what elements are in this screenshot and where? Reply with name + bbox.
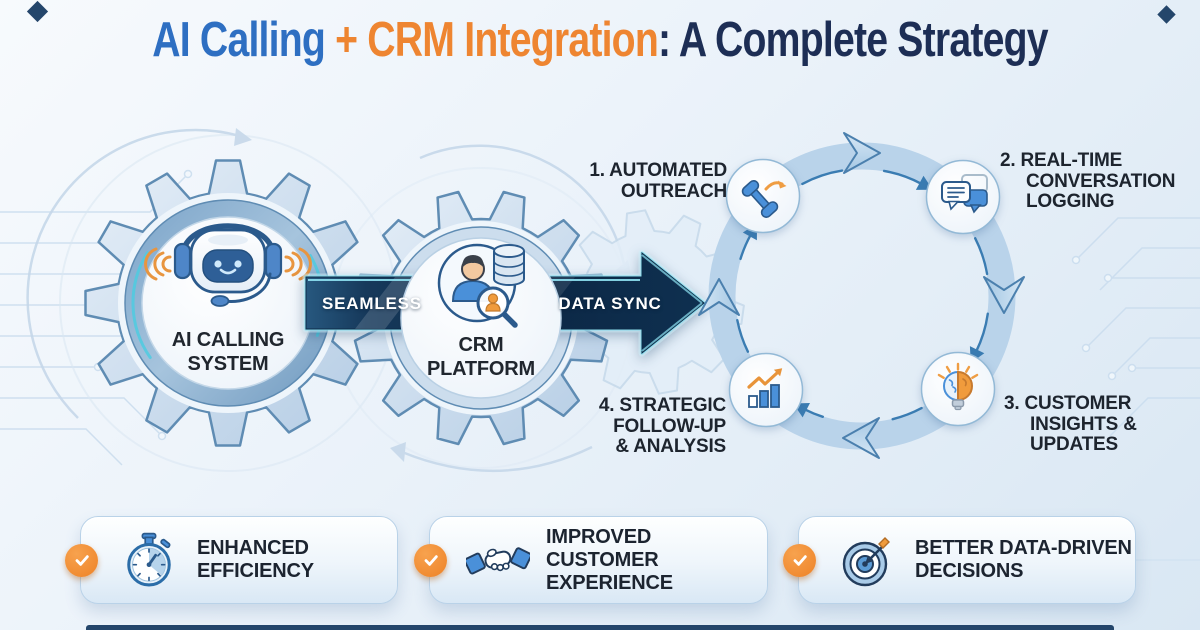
crm-customer-database-icon (437, 243, 525, 328)
benefit2-line2: EXPERIENCE (546, 571, 673, 594)
cycle-chevrons (698, 132, 1025, 459)
cycle-step-1-label: 1. AUTOMATED OUTREACH (527, 160, 727, 202)
step3-line3: UPDATES (1030, 434, 1118, 455)
benefit-card-enhanced-efficiency: ENHANCED EFFICIENCY (65, 516, 398, 604)
benefit-text: BETTER DATA-DRIVEN DECISIONS (915, 537, 1132, 583)
magnifier-customer-icon (476, 286, 518, 328)
step4-line1: 4. STRATEGIC (598, 395, 726, 416)
benefit3-line2: DECISIONS (915, 560, 1024, 582)
check-icon (793, 555, 807, 566)
benefit-card-improved-customer-experience: IMPROVED CUSTOMER EXPERIENCE (414, 516, 768, 604)
benefit-text: IMPROVED CUSTOMER EXPERIENCE (546, 526, 767, 595)
ai-gear-label-line1: AI CALLING (171, 329, 285, 351)
ai-gear-label: AI CALLING SYSTEM (148, 328, 308, 376)
sync-arrow-label-left: SEAMLESS (322, 294, 422, 313)
sync-arrow-label-right: DATA SYNC (558, 294, 662, 313)
title-ai-calling: AI Calling (152, 13, 336, 67)
step1-line1: 1. AUTOMATED (589, 160, 727, 181)
chat-logging-icon (925, 159, 1001, 235)
crm-gear-inner (400, 237, 562, 399)
benefit3-line1: BETTER DATA-DRIVEN (915, 537, 1132, 559)
benefit-card-better-decisions: BETTER DATA-DRIVEN DECISIONS (783, 516, 1136, 604)
growth-chart-icon (728, 352, 804, 428)
check-badge (414, 543, 447, 577)
ai-gear (84, 159, 372, 447)
cycle-ring (698, 132, 1025, 459)
benefit1-line2: EFFICIENCY (197, 560, 314, 582)
step2-line3: LOGGING (1026, 191, 1115, 212)
page-title: AI Calling + CRM Integration: A Complete… (120, 12, 1080, 68)
benefit2-line1: IMPROVED CUSTOMER (546, 525, 659, 571)
robot-headset-icon (144, 223, 312, 307)
title-crm-integration: + CRM Integration (335, 13, 659, 67)
check-icon (75, 555, 89, 566)
step4-line2: FOLLOW-UP (613, 415, 726, 437)
crm-gear-label-line1: CRM (458, 334, 504, 356)
crm-gear-label: CRM PLATFORM (401, 333, 561, 381)
step2-line1: 2. REAL-TIME (1000, 150, 1123, 171)
handshake-icon (466, 547, 530, 575)
step2-line2: CONVERSATION (1026, 170, 1176, 192)
insights-bulb-brain-icon (920, 351, 996, 427)
title-strategy: : A Complete Strategy (657, 13, 1049, 67)
cycle-step-4-label: 4. STRATEGIC FOLLOW-UP & ANALYSIS (526, 395, 726, 458)
benefit-text: ENHANCED EFFICIENCY (197, 537, 314, 583)
step1-line2: OUTREACH (620, 180, 727, 202)
phone-outgoing-icon (725, 158, 801, 234)
check-icon (424, 555, 438, 566)
bottom-accent-strip (86, 625, 1114, 630)
database-icon (493, 244, 525, 286)
cycle-arrowhead (915, 175, 933, 190)
crm-gear-label-line2: PLATFORM (426, 358, 535, 380)
benefit1-line1: ENHANCED (197, 537, 309, 559)
step3-line2: INSIGHTS & (1030, 413, 1137, 435)
step3-line1: 3. CUSTOMER (1004, 393, 1132, 414)
check-badge (783, 543, 816, 577)
check-badge (65, 543, 98, 577)
ai-gear-label-line2: SYSTEM (187, 353, 269, 375)
step4-line3: & ANALYSIS (615, 436, 726, 457)
cycle-step-2-label: 2. REAL-TIME CONVERSATION LOGGING (1000, 150, 1176, 213)
cycle-step-3-label: 3. CUSTOMER INSIGHTS & UPDATES (1004, 393, 1137, 456)
stopwatch-icon (127, 532, 171, 587)
target-arrow-icon (842, 537, 890, 587)
